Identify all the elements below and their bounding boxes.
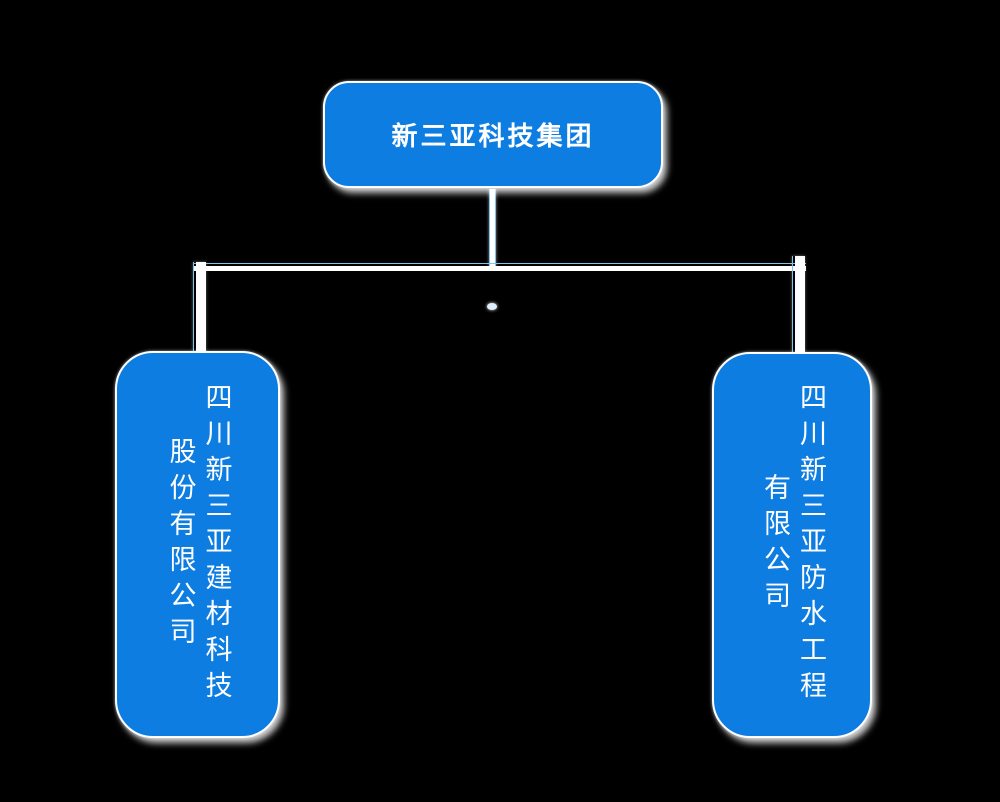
subsidiary-right-label-line2: 有限公司 xyxy=(759,473,790,617)
org-node-subsidiary-left-label: 四川新三亚建材科技 股份有限公司 xyxy=(162,383,234,707)
org-node-subsidiary-right-label: 四川新三亚防水工程 有限公司 xyxy=(756,383,828,707)
subsidiary-left-label-line1: 四川新三亚建材科技 xyxy=(200,382,232,707)
subsidiary-right-label-line1: 四川新三亚防水工程 xyxy=(795,383,826,707)
org-node-subsidiary-right[interactable]: 四川新三亚防水工程 有限公司 xyxy=(712,352,872,738)
org-node-subsidiary-left[interactable]: 四川新三亚建材科技 股份有限公司 xyxy=(115,351,280,738)
subsidiary-left-label-line2: 股份有限公司 xyxy=(164,436,196,653)
org-node-root-label: 新三亚科技集团 xyxy=(391,122,595,152)
org-node-root[interactable]: 新三亚科技集团 xyxy=(323,81,663,188)
connector-left-drop xyxy=(193,262,206,354)
junction-dot xyxy=(487,303,497,310)
connector-trunk-horizontal xyxy=(193,263,806,271)
connector-right-drop xyxy=(792,256,805,355)
connector-root-stem xyxy=(489,189,496,267)
